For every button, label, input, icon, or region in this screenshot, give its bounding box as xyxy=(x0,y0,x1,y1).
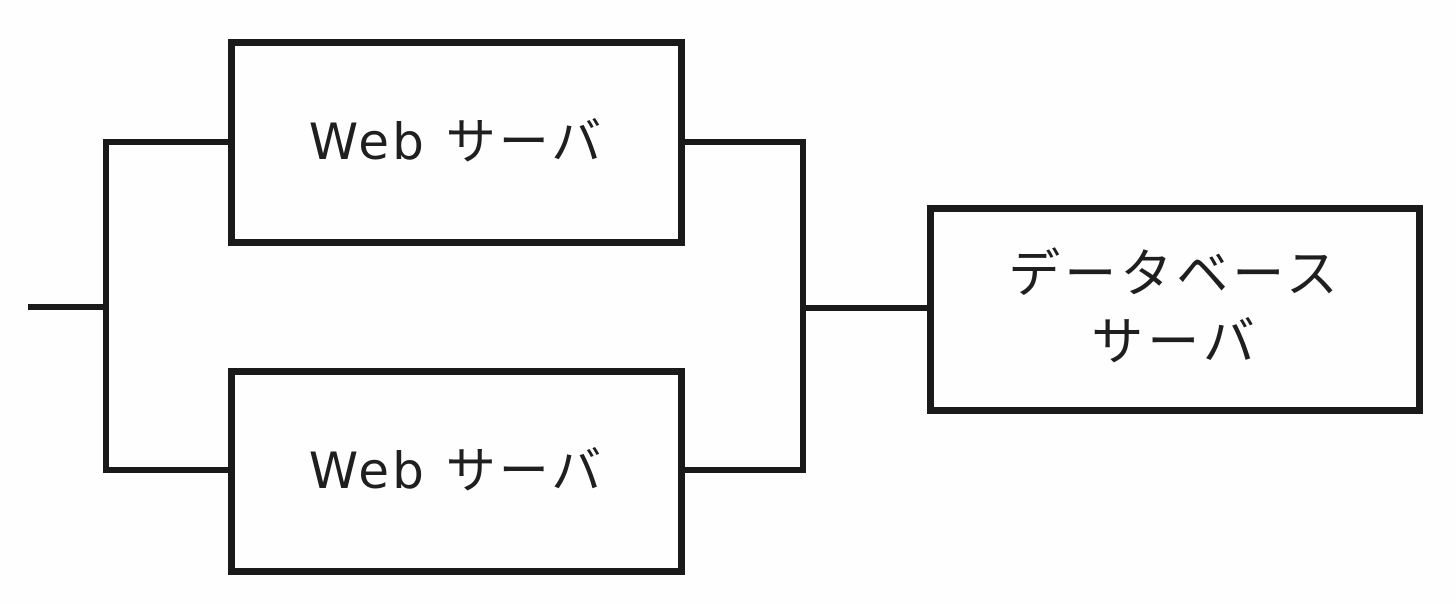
top-branch-left-line xyxy=(103,139,233,145)
database-connector-line xyxy=(800,305,932,311)
left-branch-vertical-line xyxy=(103,139,109,473)
database-server-box: データベース サーバ xyxy=(927,205,1423,414)
web-server-bottom-box: Web サーバ xyxy=(228,368,685,575)
web-server-bottom-label: Web サーバ xyxy=(308,442,605,500)
top-branch-right-line xyxy=(679,139,806,145)
database-server-label-line1: データベース xyxy=(1008,244,1342,305)
web-server-top-label: Web サーバ xyxy=(308,113,605,171)
input-line xyxy=(28,304,108,310)
bottom-branch-left-line xyxy=(103,467,233,473)
bottom-branch-right-line xyxy=(679,467,806,473)
web-server-top-box: Web サーバ xyxy=(228,39,685,246)
database-server-label-line2: サーバ xyxy=(1091,312,1259,373)
